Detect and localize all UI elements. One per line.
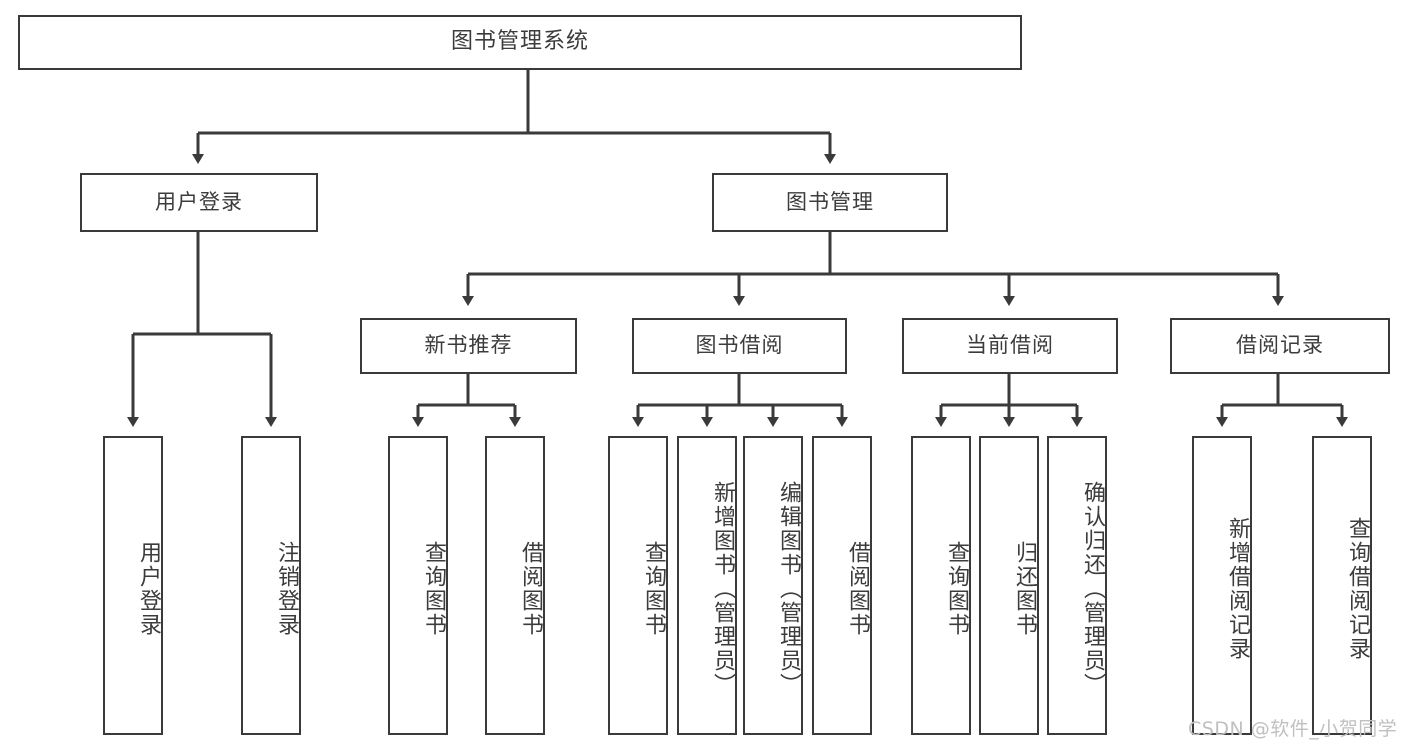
csdn-watermark: CSDN @软件_小贺同学 xyxy=(1188,718,1398,740)
leaf-new-book-borrow-books[interactable]: 借阅图书 xyxy=(485,436,545,735)
leaf-current-borrow-confirm-return-admin[interactable]: 确认归还（管理员） xyxy=(1047,436,1107,735)
leaf-book-borrow-borrow-books[interactable]: 借阅图书 xyxy=(812,436,872,735)
leaf-current-borrow-return-books[interactable]: 归还图书 xyxy=(979,436,1039,735)
node-current-borrow[interactable]: 当前借阅 xyxy=(902,318,1118,374)
leaf-label: 确认归还（管理员） xyxy=(1080,480,1105,697)
node-user-login[interactable]: 用户登录 xyxy=(80,173,318,232)
leaf-label: 编辑图书（管理员） xyxy=(776,480,801,697)
leaf-borrow-record-query-record[interactable]: 查询借阅记录 xyxy=(1312,436,1372,735)
leaf-label: 查询借阅记录 xyxy=(1345,516,1370,661)
node-book-borrow[interactable]: 图书借阅 xyxy=(632,318,847,374)
node-root-book-management-system[interactable]: 图书管理系统 xyxy=(18,15,1022,70)
node-new-book-recommend[interactable]: 新书推荐 xyxy=(360,318,577,374)
node-borrow-record[interactable]: 借阅记录 xyxy=(1170,318,1390,374)
leaf-label: 借阅图书 xyxy=(845,540,870,637)
leaf-new-book-query-books[interactable]: 查询图书 xyxy=(388,436,448,735)
node-book-management[interactable]: 图书管理 xyxy=(712,173,948,232)
leaf-current-borrow-query-books[interactable]: 查询图书 xyxy=(911,436,971,735)
leaf-book-borrow-add-book-admin[interactable]: 新增图书（管理员） xyxy=(677,436,737,735)
leaf-label: 查询图书 xyxy=(944,540,969,637)
leaf-book-borrow-query-books[interactable]: 查询图书 xyxy=(608,436,668,735)
leaf-label: 查询图书 xyxy=(421,540,446,637)
leaf-book-borrow-edit-book-admin[interactable]: 编辑图书（管理员） xyxy=(743,436,803,735)
leaf-label: 查询图书 xyxy=(641,540,666,637)
leaf-label: 用户登录 xyxy=(136,540,161,637)
leaf-label: 归还图书 xyxy=(1012,540,1037,637)
leaf-label: 新增借阅记录 xyxy=(1225,516,1250,661)
leaf-borrow-record-add-record[interactable]: 新增借阅记录 xyxy=(1192,436,1252,735)
leaf-label: 新增图书（管理员） xyxy=(710,480,735,697)
leaf-label: 注销登录 xyxy=(274,540,299,637)
leaf-user-login-logout[interactable]: 注销登录 xyxy=(241,436,301,735)
leaf-label: 借阅图书 xyxy=(518,540,543,637)
leaf-user-login-login[interactable]: 用户登录 xyxy=(103,436,163,735)
